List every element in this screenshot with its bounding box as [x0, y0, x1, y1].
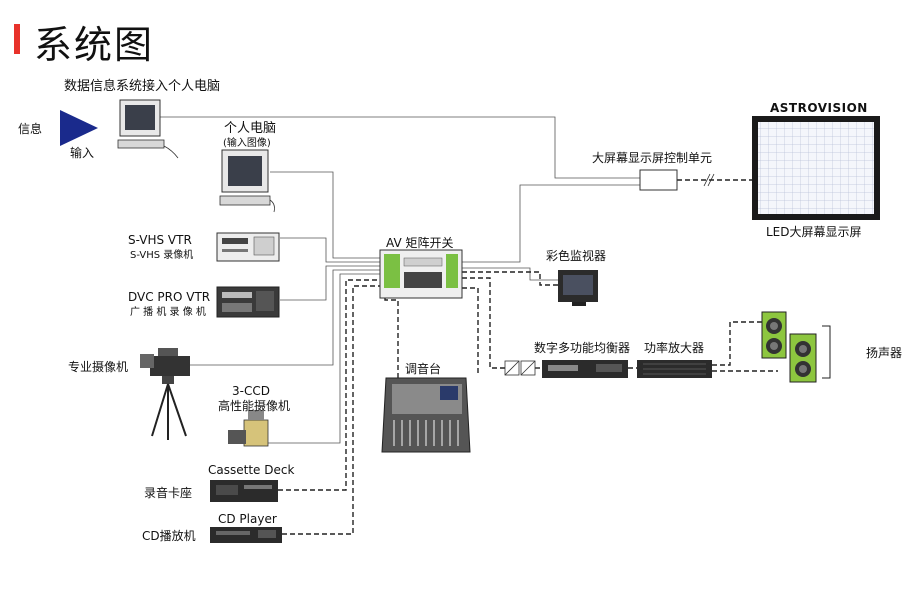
page-title: 系统图	[34, 23, 155, 67]
speaker-right-icon	[789, 333, 817, 383]
title-accent-bar	[14, 24, 20, 54]
led-screen-icon	[752, 116, 880, 220]
solid-connections	[160, 116, 640, 444]
speakers-bracket	[822, 325, 831, 379]
screen-control-label: 大屏幕显示屏控制单元	[592, 151, 713, 165]
info-system-pc-label: 数据信息系统接入个人电脑	[64, 79, 221, 94]
power-amp-label: 功率放大器	[644, 341, 705, 355]
eq-input-boxes	[504, 360, 536, 376]
dsp-eq-label: 数字多功能均衡器	[534, 341, 631, 355]
pro-camera-label: 专业摄像机	[68, 360, 129, 374]
cassette-deck-icon	[210, 480, 278, 502]
ccd3-cn-label: 高性能摄像机	[218, 399, 291, 413]
info-input-arrow	[60, 110, 98, 146]
mixer-label: 调音台	[405, 362, 442, 376]
color-monitor-icon	[558, 270, 598, 306]
svhs-vtr-icon	[216, 232, 280, 262]
cable-break-marks	[703, 173, 715, 187]
dvc-vtr-icon	[216, 286, 280, 318]
svhs-vtr-cn-label: S-VHS 录像机	[130, 250, 194, 261]
pc-sub-label: (输入图像)	[223, 138, 271, 149]
screen-control-unit-icon	[639, 169, 678, 191]
cd-player-icon	[210, 527, 282, 543]
input-label: 输入	[70, 146, 95, 160]
cassette-cn-label: 录音卡座	[144, 486, 193, 500]
pro-camera-icon	[140, 348, 190, 440]
cd-player-label: CD Player	[218, 512, 277, 526]
cd-player-cn-label: CD播放机	[142, 529, 196, 543]
ccd3-label: 3-CCD	[232, 384, 270, 398]
av-matrix-label: AV 矩阵开关	[386, 236, 454, 250]
svhs-vtr-label: S-VHS VTR	[128, 233, 192, 247]
color-monitor-label: 彩色监视器	[546, 249, 607, 263]
astrovision-brand: ASTROVISION	[770, 101, 868, 115]
ccd3-camera-icon	[228, 410, 269, 447]
info-pc-icon	[117, 99, 179, 159]
av-matrix-icon	[379, 249, 463, 299]
cassette-label: Cassette Deck	[208, 463, 295, 477]
power-amplifier-icon	[637, 360, 712, 378]
led-screen-label: LED大屏幕显示屏	[766, 225, 862, 239]
speaker-left-icon	[761, 311, 787, 359]
pc-label: 个人电脑	[224, 121, 277, 136]
dashed-connections	[278, 179, 778, 535]
input-image-pc-icon	[219, 149, 275, 213]
dsp-equalizer-icon	[542, 360, 628, 378]
info-label: 信息	[18, 122, 43, 136]
mixer-icon	[381, 377, 471, 453]
speakers-label: 扬声器	[866, 346, 903, 360]
dvc-vtr-cn-label: 广 播 机 录 像 机	[130, 307, 206, 318]
dvc-vtr-label: DVC PRO VTR	[128, 290, 211, 304]
